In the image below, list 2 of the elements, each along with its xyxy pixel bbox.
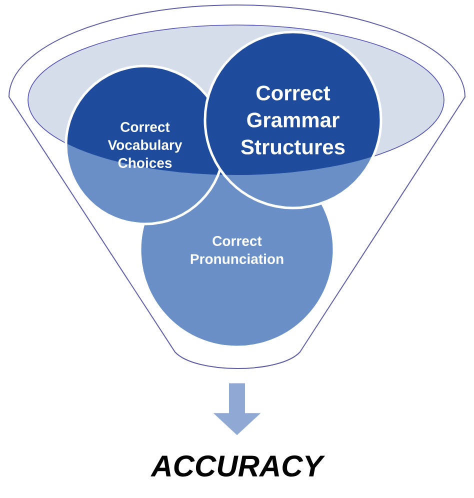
result-text: ACCURACY xyxy=(150,455,326,477)
node-label: Correct Grammar Structures xyxy=(241,86,345,154)
